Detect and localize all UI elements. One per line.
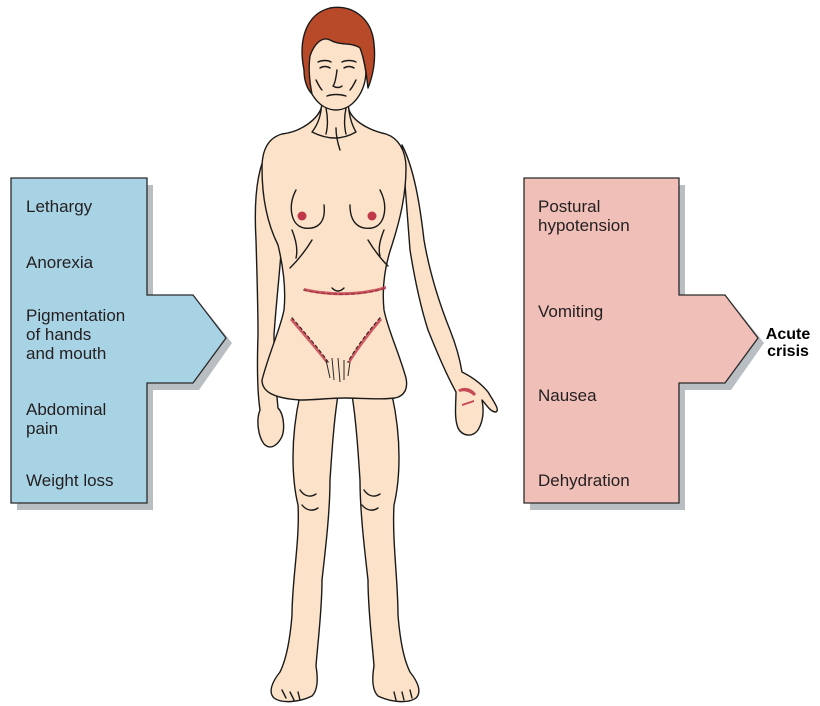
symptom-weight-loss: Weight loss: [26, 471, 114, 490]
symptom-abdominal-pain: Abdominal pain: [26, 400, 106, 438]
right-nipple: [368, 212, 377, 221]
left-nipple: [298, 212, 307, 221]
symptom-anorexia: Anorexia: [26, 253, 93, 272]
symptom-postural-hypotension: Postural hypotension: [538, 197, 630, 235]
symptom-nausea: Nausea: [538, 386, 597, 405]
symptom-pigmentation: Pigmentation of hands and mouth: [26, 306, 125, 363]
torso: [262, 106, 407, 400]
human-figure: [255, 7, 497, 701]
acute-crisis-label: Acute crisis: [762, 326, 814, 360]
symptom-vomiting: Vomiting: [538, 302, 603, 321]
right-leg: [352, 395, 419, 702]
right-arm: [402, 145, 497, 435]
left-leg: [271, 395, 338, 702]
symptom-lethargy: Lethargy: [26, 197, 92, 216]
symptom-dehydration: Dehydration: [538, 471, 630, 490]
